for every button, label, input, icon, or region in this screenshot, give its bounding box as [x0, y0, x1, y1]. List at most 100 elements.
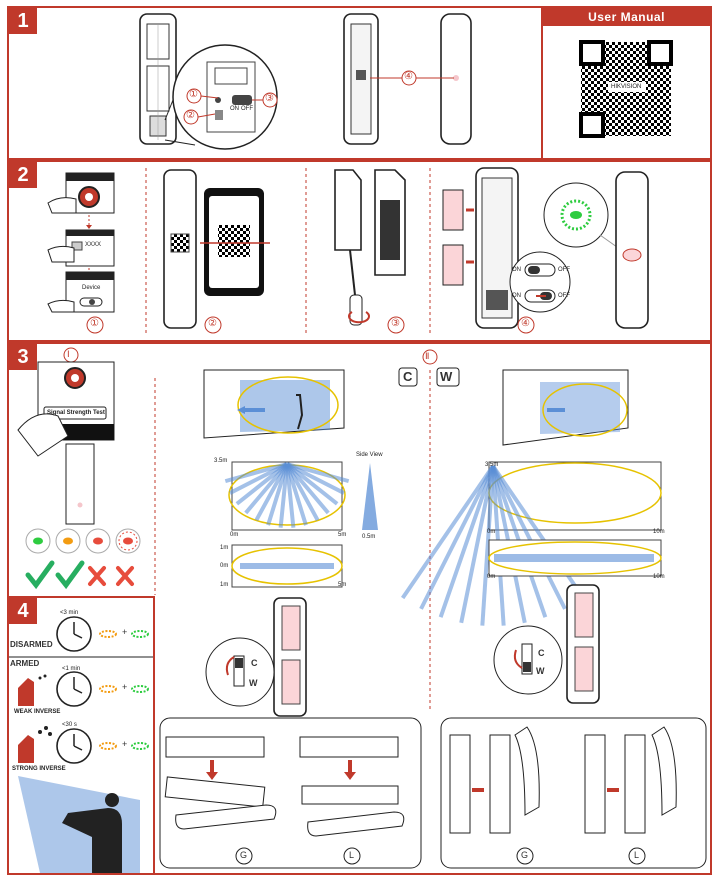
phone-scanning	[200, 188, 270, 296]
time-armed-weak: <1 min	[62, 666, 81, 672]
axis-w-10m-lower: 10m	[653, 574, 665, 580]
step-4-circle	[517, 316, 535, 334]
switch-w-right: W	[536, 666, 545, 676]
callout-2	[183, 109, 216, 125]
callout-2-text: ②	[186, 110, 195, 121]
beam-ray	[491, 465, 567, 610]
callout-3-text: ③	[265, 93, 274, 104]
callout-3	[252, 92, 278, 108]
led-dot	[63, 537, 73, 545]
axis-c-1m-bottom: 1m	[220, 582, 229, 588]
beam-ray	[278, 463, 289, 528]
detector-signal	[65, 443, 95, 525]
green-blink	[131, 685, 149, 693]
coverage-bottom-w	[488, 539, 662, 577]
green-blink	[131, 630, 149, 638]
mount-l-right: L	[634, 850, 640, 860]
axis-c-5m: 5m	[338, 532, 347, 538]
led-dot	[123, 537, 133, 545]
axis-w-0m-lower: 0m	[487, 574, 496, 580]
room-curtain-c	[203, 369, 345, 439]
step-4-text: ④	[521, 318, 530, 329]
section-3-badge: 3	[9, 344, 37, 370]
qr-code	[579, 40, 673, 138]
switch-off-bottom: OFF	[558, 293, 570, 299]
axis-c-0m-bottom: 0m	[230, 532, 239, 538]
beam-ray	[224, 462, 288, 484]
mount-g-left: G	[240, 850, 248, 860]
coverage-bottom-c	[231, 544, 343, 588]
strong-inverse-label: STRONG INVERSE	[12, 766, 66, 772]
signal-led-results	[25, 528, 141, 554]
axis-c-height: 3.5m	[214, 458, 228, 464]
battery-insertion	[442, 167, 519, 329]
axis-c-5m-lower: 5m	[338, 582, 347, 588]
axis-w-10m: 10m	[653, 529, 665, 535]
section-4-frame	[7, 596, 155, 875]
section-1-badge: 1	[9, 8, 37, 34]
section-4-badge: 4	[9, 598, 37, 624]
step-ii-circle	[422, 349, 438, 365]
qr-caption: HIKVISION	[611, 84, 642, 90]
signal-test-phone	[17, 361, 115, 457]
plus-1: +	[122, 627, 128, 637]
beam-ray	[285, 463, 308, 526]
plus-3: +	[122, 739, 128, 749]
mode-w-text: W	[440, 369, 453, 384]
beam-ray	[235, 462, 289, 506]
step-1-text: ①	[90, 318, 99, 329]
side-width-label: 0.5m	[362, 534, 376, 540]
led-indicator-zoom	[543, 182, 625, 253]
led-blink-ring	[118, 531, 138, 551]
beam-ray	[401, 464, 495, 600]
led-dot	[33, 537, 43, 545]
step-1-circle	[86, 316, 104, 334]
beam-ray	[229, 462, 288, 495]
step-2-circle	[204, 316, 222, 334]
section-2-badge: 2	[9, 162, 37, 188]
switch-detail	[509, 251, 571, 313]
phone-code-text: XXXX	[85, 242, 102, 248]
spray-weak-icon	[18, 674, 47, 706]
step-3-text: ③	[391, 318, 400, 329]
callout-1	[186, 88, 219, 104]
detector-front-closed	[440, 13, 472, 145]
magnifier-detail	[164, 44, 278, 150]
beam-ray	[285, 462, 330, 515]
beam-ray	[286, 462, 345, 495]
coverage-top-view-c	[224, 461, 350, 531]
detector-back-illustration	[139, 13, 177, 145]
beam-ray	[459, 465, 495, 624]
axis-c-1m-top: 1m	[220, 545, 229, 551]
switch-on-label-s1: ON	[230, 106, 239, 112]
switch-off-top: OFF	[558, 267, 570, 273]
weak-inverse-label: WEAK INVERSE	[14, 709, 61, 715]
switch-c-left: C	[251, 658, 258, 668]
spray-strong-icon	[18, 726, 52, 763]
user-manual-header: User Manual	[543, 8, 710, 26]
green-blink	[131, 742, 149, 750]
disarmed-label: DISARMED	[10, 640, 53, 649]
mode-w-box	[436, 367, 460, 387]
room-curtain-w	[502, 369, 629, 446]
beam-ray	[285, 463, 320, 522]
mode-switch-c-detail	[205, 597, 307, 717]
phone-step-device	[47, 271, 115, 313]
orange-blink	[99, 630, 117, 638]
switch-off-label-s1: OFF	[241, 106, 253, 112]
beam-ray	[285, 463, 296, 528]
axis-c-0m: 0m	[220, 563, 229, 569]
signal-strength-label: Signal Strength Test	[47, 410, 105, 416]
step-i-text: Ⅰ	[67, 349, 70, 359]
armed-label: ARMED	[10, 659, 40, 668]
clock-armed-strong	[56, 728, 92, 764]
orange-blink	[99, 685, 117, 693]
beam-ray	[438, 465, 495, 618]
switch-on-top: ON	[512, 267, 521, 273]
mode-c-box	[398, 367, 418, 387]
switch-w-left: W	[249, 678, 258, 688]
step-2-text: ②	[208, 318, 217, 329]
axis-w-0m: 0m	[487, 529, 496, 535]
led-blink-pairs	[99, 630, 149, 750]
